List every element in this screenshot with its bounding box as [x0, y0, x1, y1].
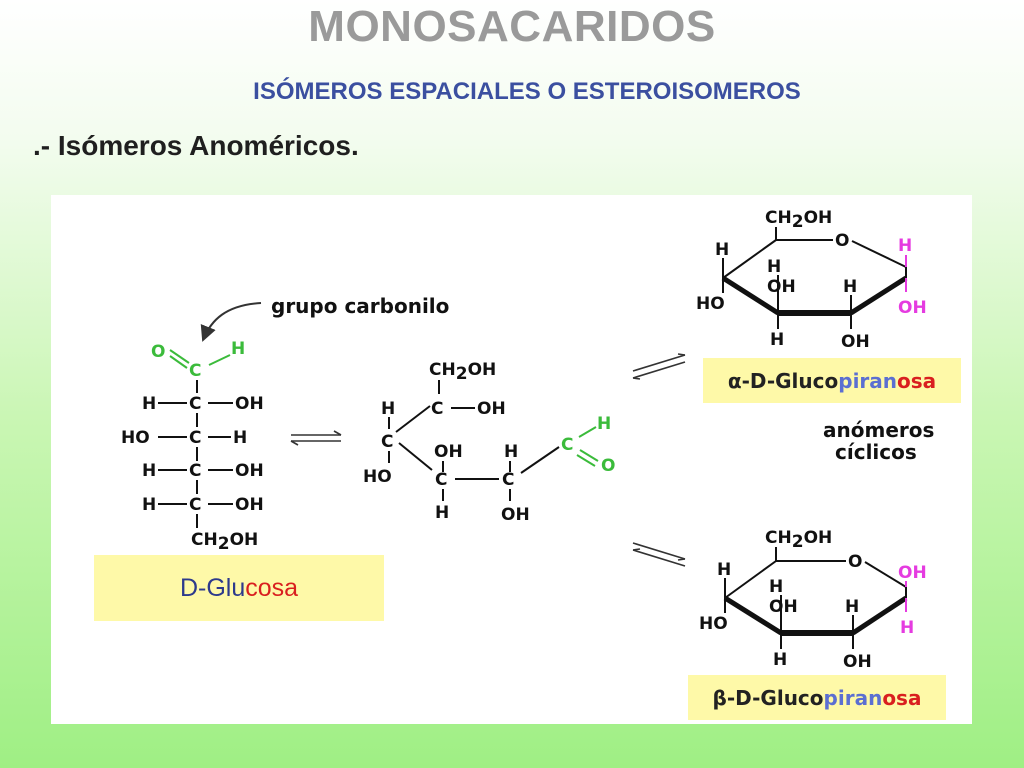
svg-text:H: H [142, 394, 156, 414]
slide-title: MONOSACARIDOS [308, 2, 716, 51]
svg-text:H: H [845, 597, 859, 617]
svg-text:H: H [770, 330, 784, 350]
equilibrium-arrow-beta [632, 542, 686, 567]
svg-text:C: C [381, 432, 393, 452]
svg-text:H: H [773, 650, 787, 670]
d-glucose-label-part2: cosa [245, 573, 299, 602]
svg-text:H: H [900, 618, 914, 638]
svg-text:H: H [142, 495, 156, 515]
svg-text:CH2OH: CH2OH [765, 528, 832, 552]
svg-text:H: H [898, 236, 912, 256]
svg-text:O: O [151, 342, 165, 362]
beta-label-part2: piran [823, 685, 883, 710]
svg-text:O: O [601, 456, 615, 476]
svg-text:OH: OH [898, 563, 927, 583]
svg-text:OH: OH [841, 332, 870, 352]
carbonyl-pointer-arrow [200, 302, 262, 342]
svg-text:C: C [435, 470, 447, 490]
svg-text:H: H [381, 399, 395, 419]
svg-text:H: H [233, 428, 247, 448]
svg-text:OH: OH [767, 277, 796, 297]
svg-text:H: H [142, 461, 156, 481]
alpha-label-part3: osa [897, 368, 937, 393]
beta-d-glucopyranose-structure: CH2OH O H HO H OH H H OH OH [699, 528, 927, 672]
fischer-d-glucose: O C H H C OH HO C H H C OH H [121, 339, 264, 554]
svg-text:OH: OH [898, 298, 927, 318]
alpha-label-part1: α-D-Gluco [727, 368, 839, 393]
svg-text:H: H [435, 503, 449, 523]
equilibrium-arrow-1 [290, 430, 342, 446]
svg-text:OH: OH [434, 442, 463, 462]
svg-text:H: H [843, 277, 857, 297]
svg-text:HO: HO [363, 467, 392, 487]
reaction-scheme: grupo carbonilo O C H H C OH HO C H H [121, 208, 934, 672]
svg-text:C: C [189, 394, 201, 414]
svg-text:H: H [767, 257, 781, 277]
svg-text:H: H [597, 414, 611, 434]
intermediate-open-form: CH2OH H C OH C HO OH C H H C OH C H [363, 360, 615, 525]
svg-text:CH2OH: CH2OH [191, 530, 258, 554]
svg-text:H: H [717, 560, 731, 580]
d-glucose-label-part1: D-Glu [179, 573, 246, 602]
svg-text:H: H [715, 240, 729, 260]
svg-text:O: O [848, 552, 862, 572]
svg-text:OH: OH [235, 394, 264, 414]
svg-text:C: C [189, 361, 201, 381]
anomers-label-line1: anómeros [823, 418, 934, 442]
svg-text:OH: OH [477, 399, 506, 419]
svg-text:H: H [769, 577, 783, 597]
anomers-label-line2: cíclicos [835, 440, 917, 464]
svg-text:OH: OH [501, 505, 530, 525]
beta-label-part1: β-D-Gluco [712, 685, 824, 710]
svg-text:HO: HO [121, 428, 150, 448]
slide-subtitle: ISÓMEROS ESPACIALES O ESTEROISOMEROS [253, 78, 801, 105]
beta-label-part3: osa [882, 685, 922, 710]
svg-text:C: C [189, 495, 201, 515]
svg-text:C: C [561, 435, 573, 455]
svg-text:C: C [502, 470, 514, 490]
svg-text:C: C [189, 428, 201, 448]
anomer-diagram: grupo carbonilo O C H H C OH HO C H H [51, 195, 972, 724]
alpha-d-glucopyranose-structure: CH2OH O H HO H OH H H OH H [696, 208, 927, 352]
svg-text:CH2OH: CH2OH [765, 208, 832, 232]
svg-text:HO: HO [699, 614, 728, 634]
svg-text:OH: OH [769, 597, 798, 617]
equilibrium-arrow-alpha [632, 353, 686, 380]
svg-text:OH: OH [843, 652, 872, 672]
carbonyl-annotation: grupo carbonilo [271, 294, 449, 318]
svg-text:H: H [231, 339, 245, 359]
section-heading: .- Isómeros Anoméricos. [33, 130, 359, 161]
svg-text:OH: OH [235, 461, 264, 481]
alpha-label-part2: piran [838, 368, 898, 393]
svg-text:C: C [431, 399, 443, 419]
svg-text:OH: OH [235, 495, 264, 515]
svg-text:O: O [835, 231, 849, 251]
svg-text:CH2OH: CH2OH [429, 360, 496, 384]
svg-text:C: C [189, 461, 201, 481]
svg-text:HO: HO [696, 294, 725, 314]
svg-text:H: H [504, 442, 518, 462]
